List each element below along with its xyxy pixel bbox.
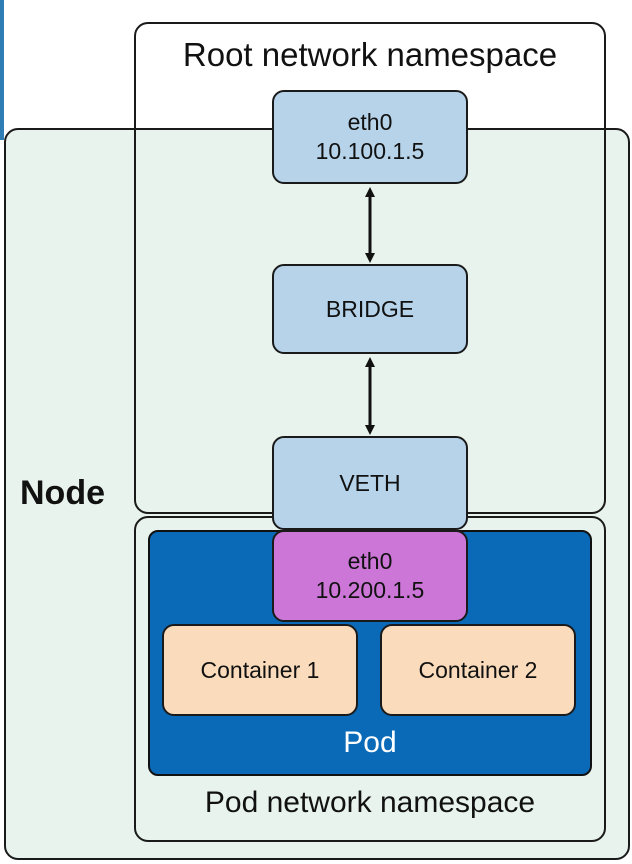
pod-eth0-name: eth0 xyxy=(347,548,393,575)
root-eth0-ip: 10.100.1.5 xyxy=(315,138,425,164)
veth-device: VETH xyxy=(272,436,468,530)
pod-eth0-device: eth0 10.200.1.5 xyxy=(272,530,468,622)
root-namespace-label: Root network namespace xyxy=(182,36,558,73)
left-edge-accent xyxy=(0,0,4,140)
root-eth0-name: eth0 xyxy=(347,109,393,136)
node-label: Node xyxy=(20,474,105,512)
container-1: Container 1 xyxy=(162,624,358,716)
veth-name: VETH xyxy=(339,469,401,496)
pod-namespace-label: Pod network namespace xyxy=(204,786,536,819)
root-eth0-device: eth0 10.100.1.5 xyxy=(272,90,468,184)
bridge-device: BRIDGE xyxy=(272,264,468,354)
pod-eth0-ip: 10.200.1.5 xyxy=(315,577,425,603)
bridge-name: BRIDGE xyxy=(325,295,415,322)
pod-label: Pod xyxy=(343,726,397,759)
container-2: Container 2 xyxy=(380,624,576,716)
